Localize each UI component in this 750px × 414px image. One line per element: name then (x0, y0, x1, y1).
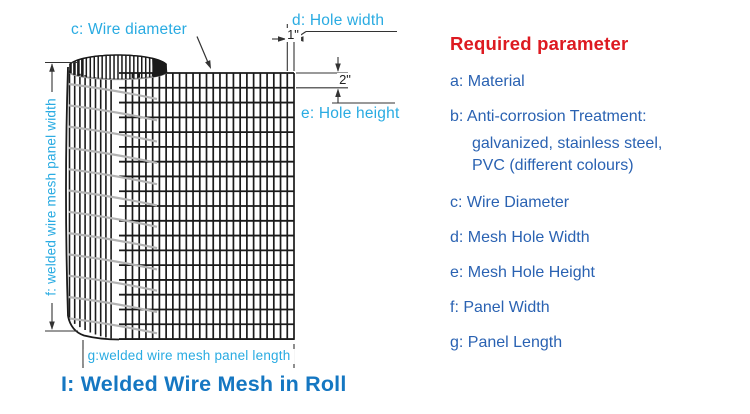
hole-height-label: e: Hole height (301, 105, 400, 122)
diagram-caption: I: Welded Wire Mesh in Roll (61, 372, 347, 396)
panel-length-label: g:welded wire mesh panel length (83, 348, 295, 364)
parameters-list: a: Material b: Anti-corrosion Treatment:g… (450, 72, 745, 352)
hole-width-dimension: 1" (285, 27, 301, 42)
parameter-item: e: Mesh Hole Height (450, 264, 595, 281)
parameter-item: f: Panel Width (450, 299, 550, 316)
parameters-heading: Required parameter (450, 33, 629, 54)
required-parameters-panel: Required parameter a: Material b: Anti-co… (450, 33, 745, 368)
panel-width-label: f: welded wire mesh panel width (44, 93, 60, 301)
hole-height-dimension: 2" (337, 72, 353, 87)
parameter-subline: PVC (different colours) (472, 157, 634, 174)
parameter-item: c: Wire Diameter (450, 194, 570, 211)
wire-diameter-label: c: Wire diameter (71, 21, 188, 38)
parameter-item: d: Mesh Hole Width (450, 229, 590, 246)
hole-width-label: d: Hole width (292, 12, 385, 29)
parameter-item: g: Panel Length (450, 334, 563, 351)
parameter-item: a: Material (450, 73, 525, 90)
parameter-item: b: Anti-corrosion Treatment:galvanized, … (450, 107, 745, 177)
parameter-subline: galvanized, stainless steel, (472, 135, 663, 152)
